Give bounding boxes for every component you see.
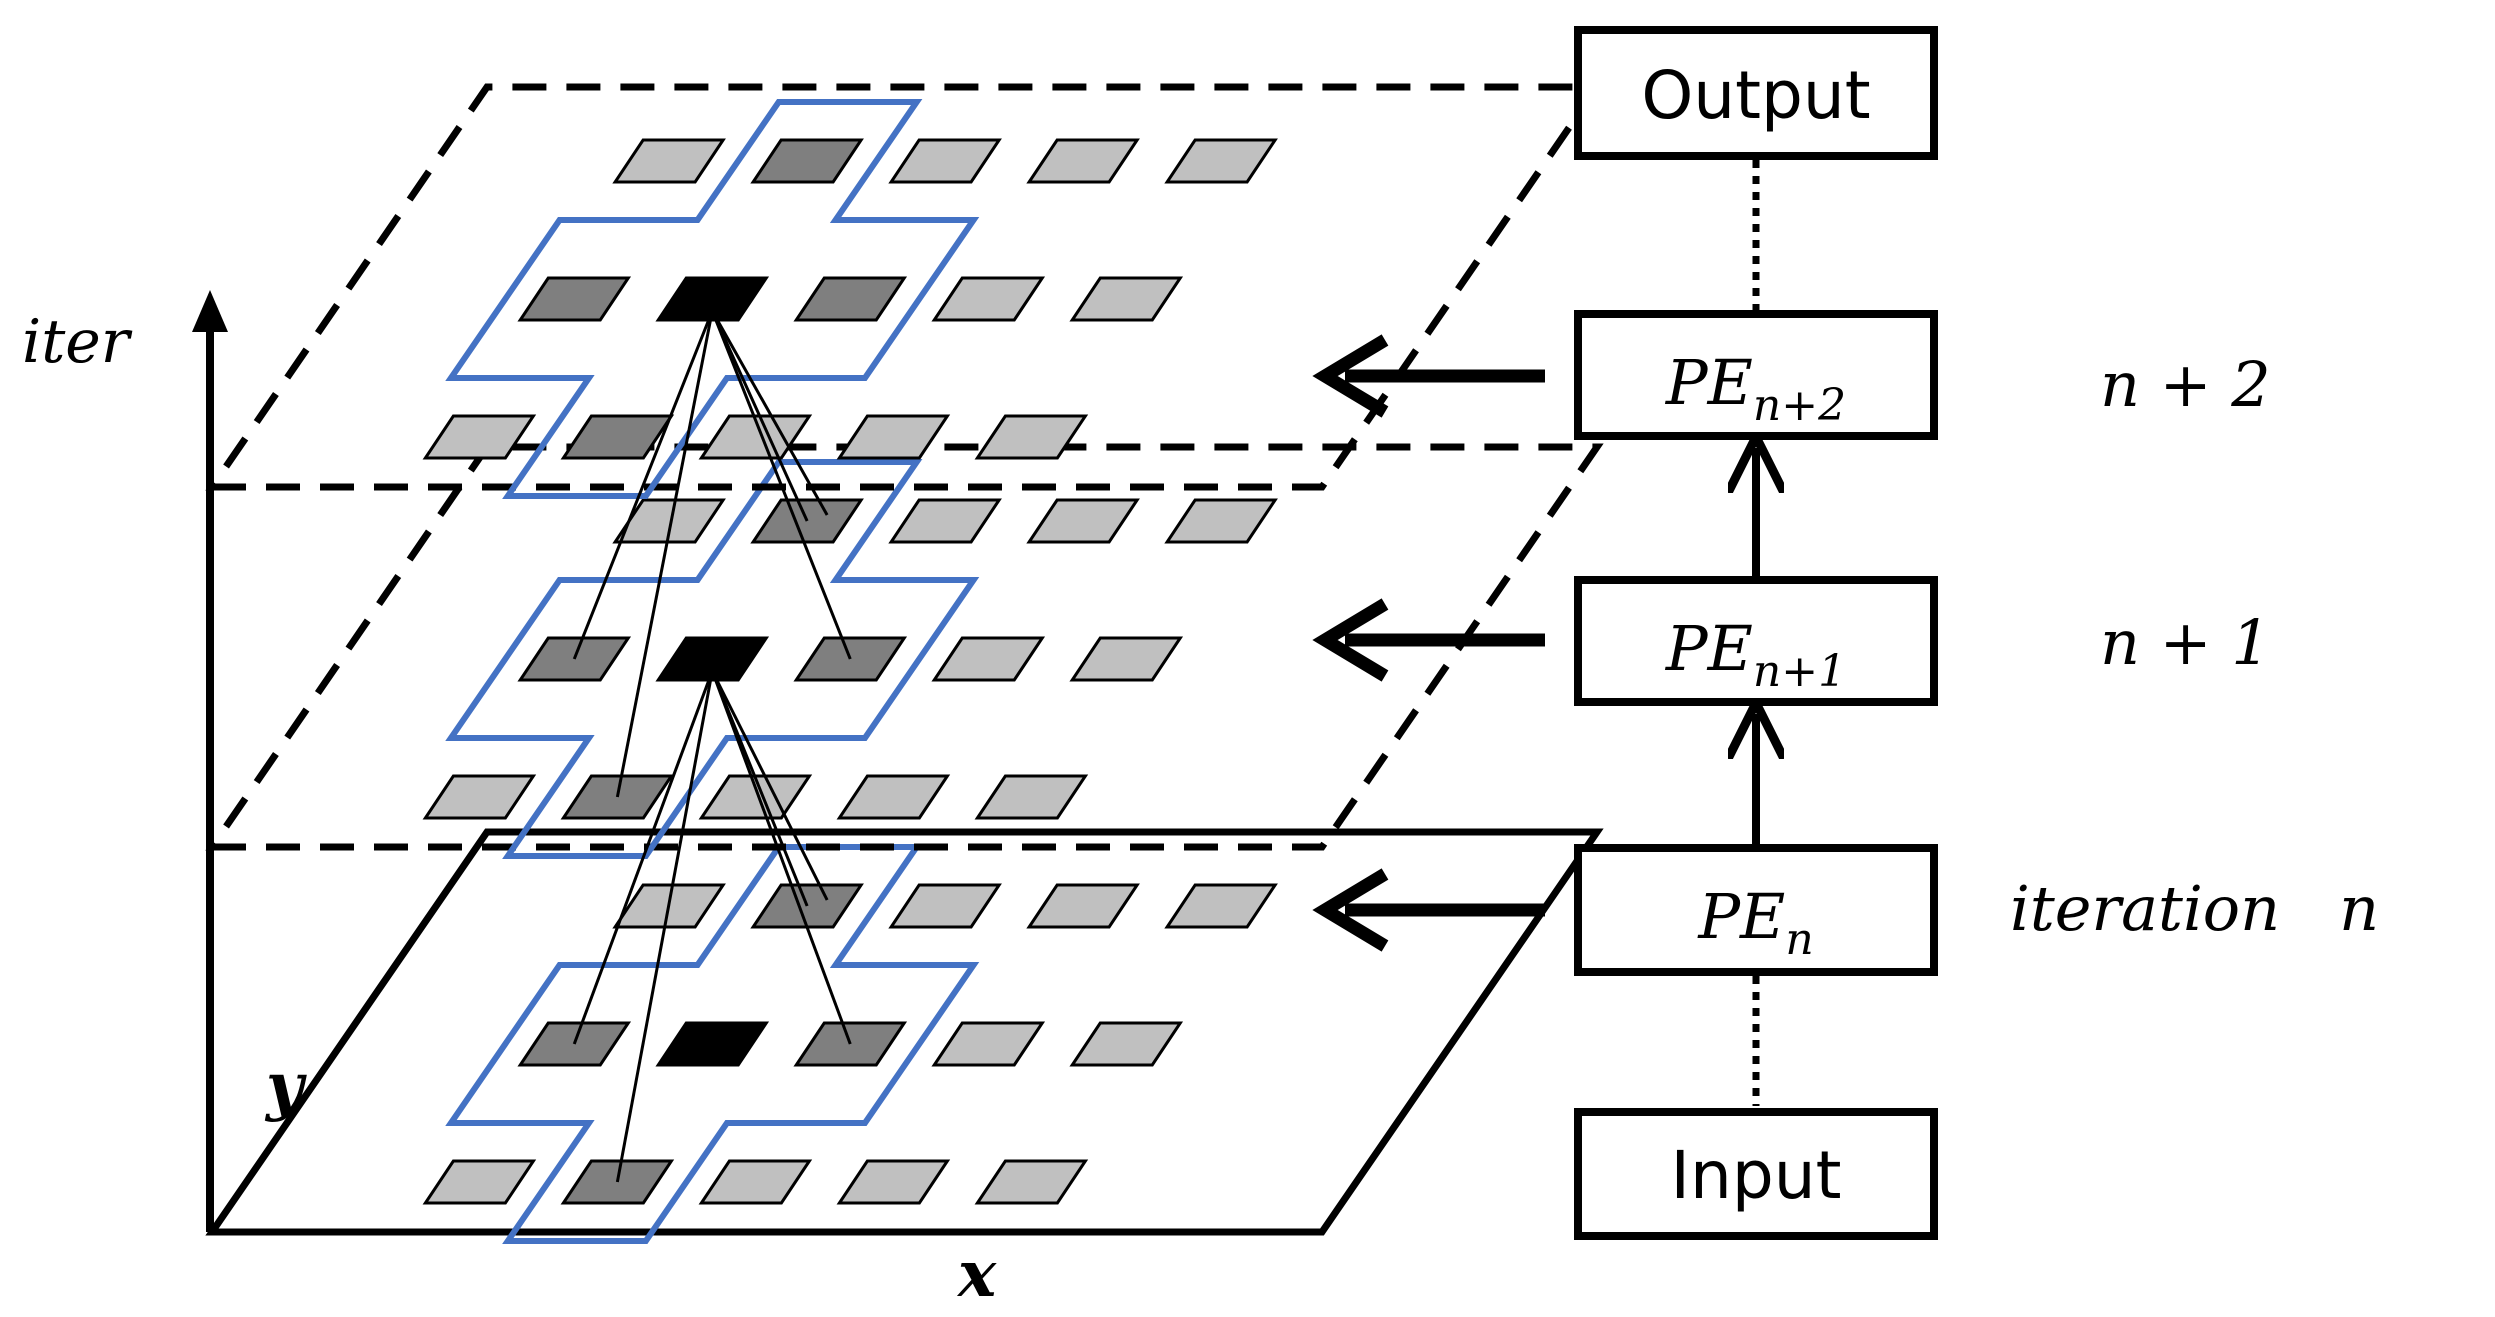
layer-middle-cell-r1-c4: [1069, 636, 1184, 682]
layer-middle: [205, 443, 1604, 859]
layer-top-cell-r2-c0: [422, 414, 537, 460]
iter-axis-label: iter: [22, 307, 133, 377]
dependency-line: [710, 310, 829, 516]
layer-top-cell-r2-c4: [974, 414, 1089, 460]
layer-top-cell-r0-c4: [1164, 138, 1278, 184]
dependency-line: [615, 670, 714, 1183]
dependency-line: [615, 310, 714, 798]
y-axis-label: y: [264, 1049, 307, 1124]
arrow-to-layer-middle: [1312, 598, 1545, 682]
output-box: [1574, 26, 1938, 160]
layer-bottom-cell-r2-c2: [698, 1159, 813, 1205]
layer-top-cell-r2-c2: [698, 414, 813, 460]
dependency-line: [710, 670, 829, 901]
layer-top-cell-r0-c3: [1026, 138, 1140, 184]
layer-top-cell-r1-c0: [517, 276, 632, 322]
stage-arrows: [1312, 334, 1545, 952]
input-box: [1574, 1108, 1938, 1240]
layer-bottom-cell-r2-c4: [974, 1159, 1089, 1205]
layer-middle-cell-r0-c2: [888, 498, 1002, 544]
arrow-to-layer-bottom: [1312, 868, 1545, 952]
layer-bottom-cell-r0-c2: [888, 883, 1002, 929]
layer-middle-cell-r1-c3: [931, 636, 1046, 682]
iteration-label-n-plus-2: n + 2: [2100, 348, 2271, 421]
layer-bottom-plane: [205, 828, 1604, 1236]
layer-bottom-cell-r1-c1: [655, 1021, 770, 1067]
layer-bottom-cell-r1-c4: [1069, 1021, 1184, 1067]
pe-n-plus-1-box: [1574, 576, 1938, 706]
iteration-label-n: iteration n: [2010, 872, 2379, 945]
layer-middle-cell-r2-c0: [422, 774, 537, 820]
layer-bottom-cell-r2-c0: [422, 1159, 537, 1205]
pe-n-plus-2-label: PEn+2: [1665, 346, 1846, 431]
pe-flow-chart: Output PEn+2 PEn+1 PEn Input: [1574, 26, 1938, 1240]
layer-top-cell-r0-c0: [612, 138, 726, 184]
dependency-line: [710, 310, 852, 660]
layer-middle-plane: [205, 443, 1604, 851]
iteration-label-n-plus-1: n + 1: [2100, 606, 2271, 679]
layer-bottom-cell-r2-c3: [836, 1159, 951, 1205]
layer-bottom-cell-r0-c3: [1026, 883, 1140, 929]
dependency-line: [572, 670, 714, 1045]
layer-middle-cell-r2-c2: [698, 774, 813, 820]
layer-top-cell-r0-c1: [750, 138, 864, 184]
layer-middle-cell-r0-c3: [1026, 498, 1140, 544]
layer-bottom-cell-r0-c4: [1164, 883, 1278, 929]
input-label: Input: [1671, 1137, 1842, 1214]
pe-n-plus-2-box: [1574, 310, 1938, 440]
layer-bottom-cell-r1-c3: [931, 1021, 1046, 1067]
layer-top-neighborhood-outline: [445, 99, 980, 499]
layer-top-cell-r1-c4: [1069, 276, 1184, 322]
layer-bottom: [205, 828, 1604, 1244]
layer-bottom-neighborhood-outline: [445, 844, 980, 1244]
output-label: Output: [1641, 57, 1870, 134]
layer-top: [205, 83, 1604, 499]
layer-top-cell-r1-c2: [793, 276, 908, 322]
layer-middle-neighborhood-outline: [445, 459, 980, 859]
dependency-line: [710, 310, 809, 522]
layer-middle-cell-r0-c4: [1164, 498, 1278, 544]
pe-n-box: [1574, 844, 1938, 976]
pe-n-plus-1-label: PEn+1: [1665, 612, 1846, 697]
layer-middle-cell-r2-c3: [836, 774, 951, 820]
layer-top-cell-r0-c2: [888, 138, 1002, 184]
grid-layers: [205, 83, 1604, 1244]
iter-axis: iter: [22, 290, 228, 1232]
pe-n-label: PEn: [1697, 880, 1813, 965]
layer-middle-cell-r2-c4: [974, 774, 1089, 820]
x-axis-label: x: [956, 1237, 997, 1312]
layer-top-cell-r2-c3: [836, 414, 951, 460]
dependency-line: [710, 670, 852, 1045]
layer-top-cell-r1-c3: [931, 276, 1046, 322]
iter-axis-arrowhead: [192, 290, 228, 332]
arrow-to-layer-top: [1312, 334, 1545, 418]
dependency-line: [572, 310, 714, 660]
